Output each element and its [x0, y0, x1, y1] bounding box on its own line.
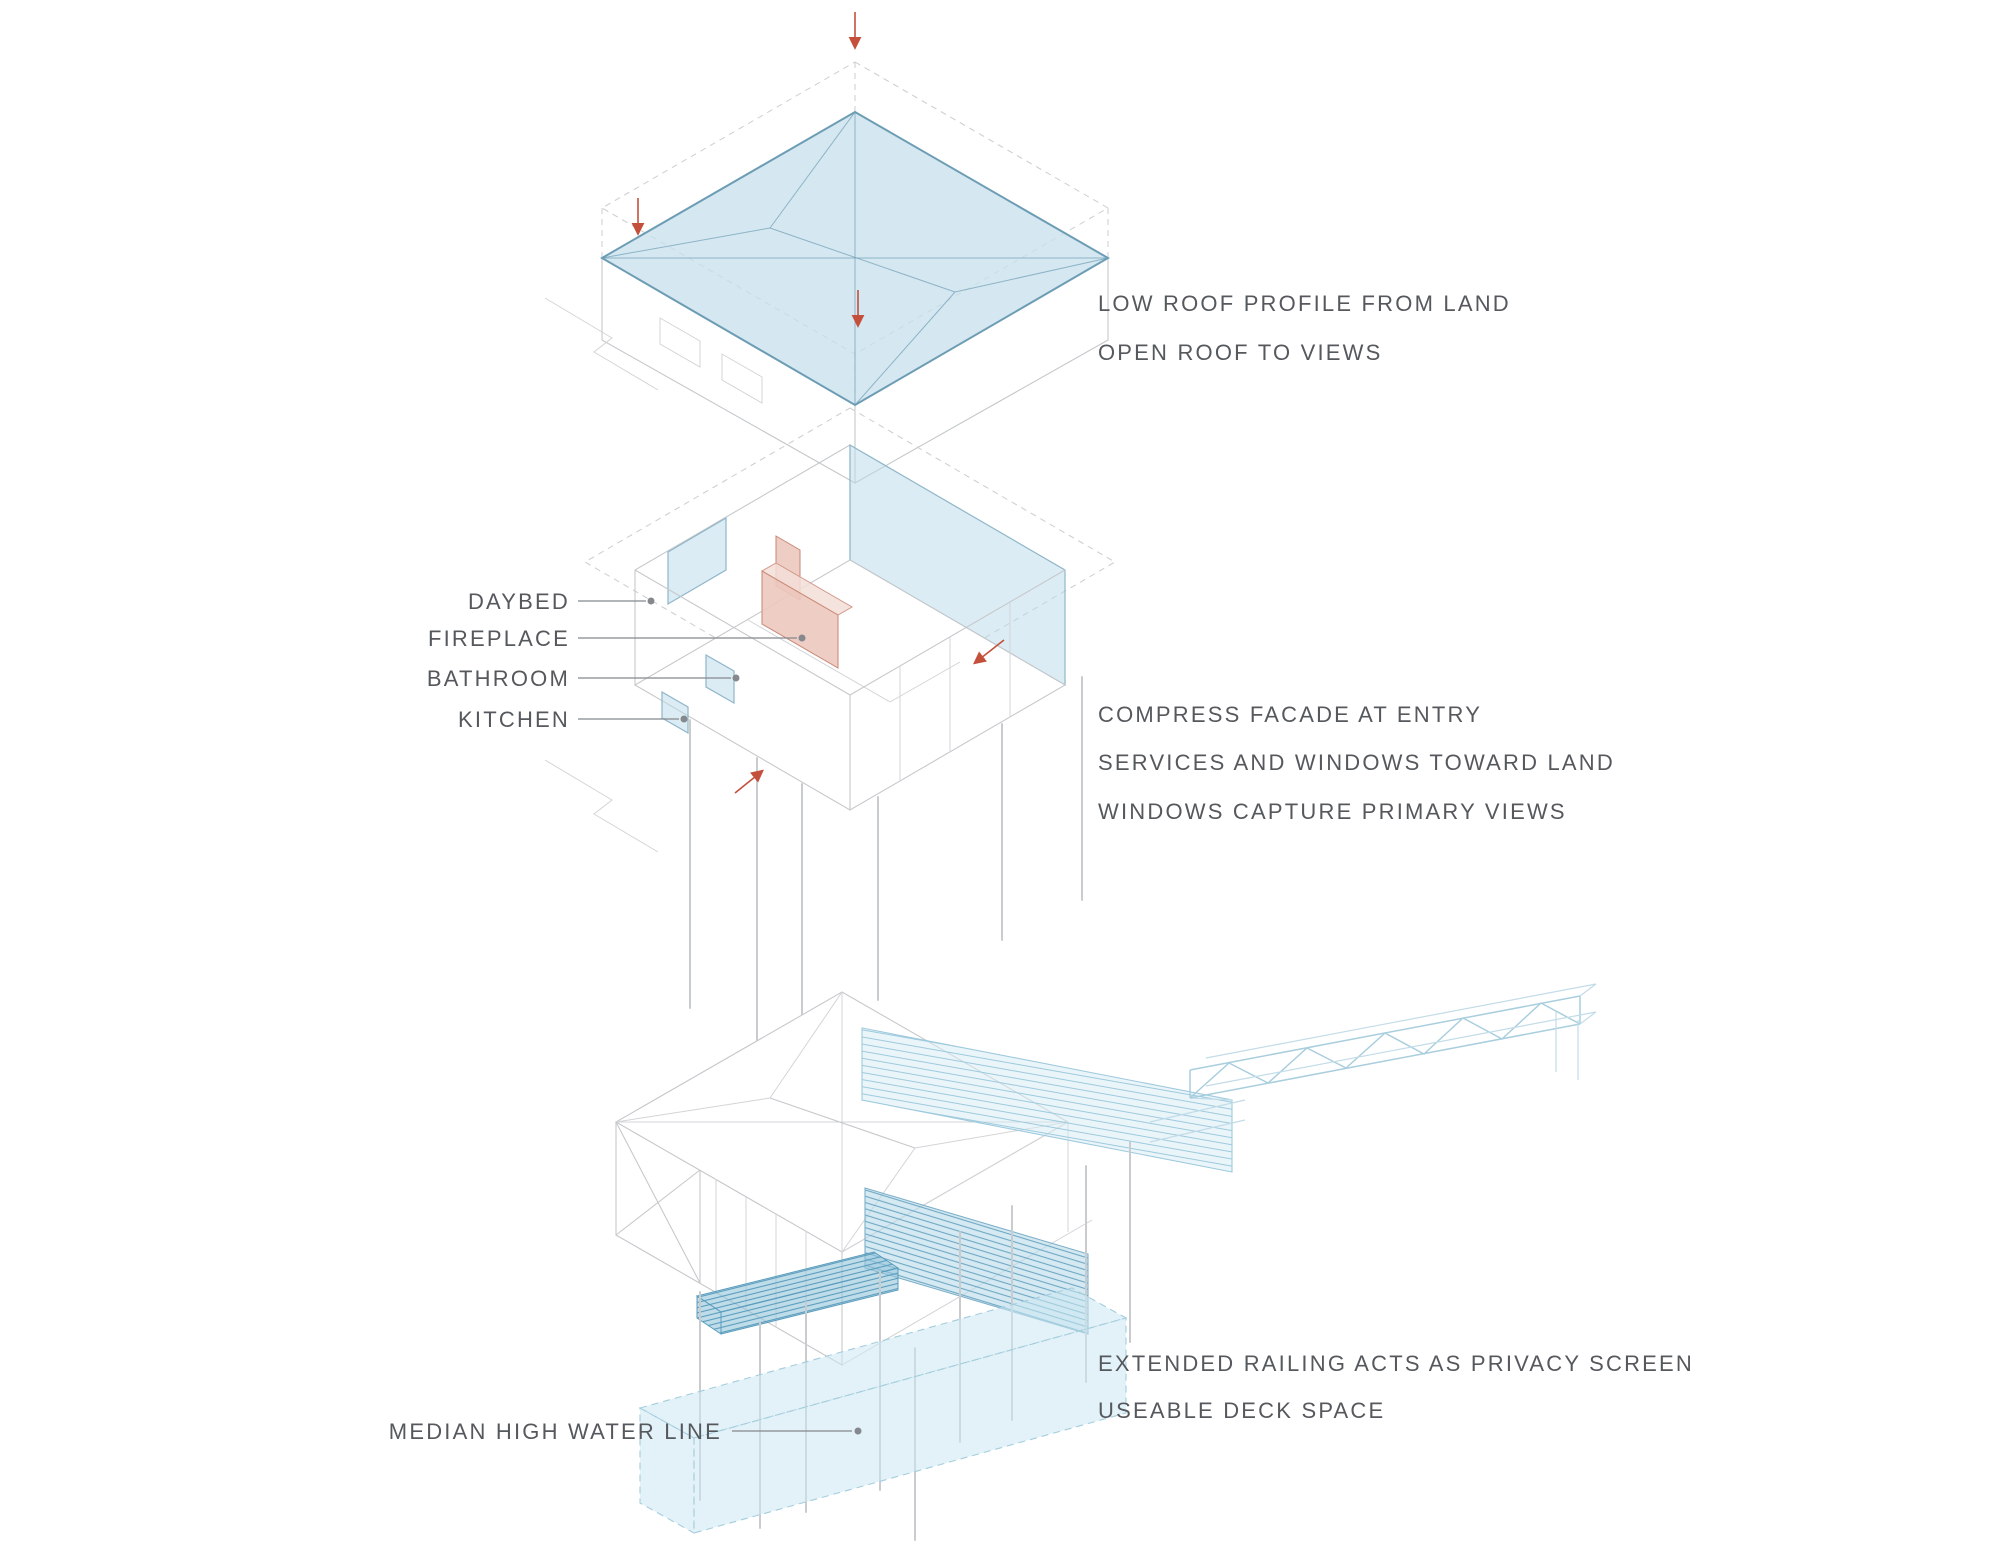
window-mullions — [715, 1179, 807, 1344]
stilts — [689, 676, 1083, 1043]
callout-kitchen: KITCHEN — [458, 707, 570, 732]
load-arrows — [631, 12, 865, 328]
cross-bracing — [615, 1121, 701, 1284]
kitchen-fixture-glazing — [661, 690, 689, 735]
compression-arrows — [734, 639, 1005, 794]
house-walls — [544, 258, 1109, 484]
deck-diagram — [614, 983, 1597, 1541]
kitchen-leader-dot — [680, 715, 688, 723]
interior-diagram — [544, 407, 1117, 1043]
daybed-fireplace-volume — [760, 535, 854, 669]
annotation-compress-facade: COMPRESS FACADE AT ENTRY — [1098, 702, 1483, 727]
callout-bathroom: BATHROOM — [426, 666, 570, 691]
callout-leaders — [578, 597, 862, 1435]
annotation-low-roof-profile: LOW ROOF PROFILE FROM LAND — [1098, 291, 1511, 316]
roof-plane — [600, 110, 1110, 407]
annotation-useable-deck: USEABLE DECK SPACE — [1098, 1398, 1386, 1423]
daybed-leader-dot — [647, 597, 655, 605]
callout-daybed: DAYBED — [467, 589, 570, 614]
water-plane — [638, 1287, 1128, 1534]
callout-fireplace: FIREPLACE — [427, 626, 570, 651]
bathroom-fixture-glazing — [705, 653, 735, 705]
callout-median-high-water-line: MEDIAN HIGH WATER LINE — [388, 1419, 722, 1444]
front-walls — [634, 569, 1066, 810]
gangway-truss — [1189, 983, 1597, 1099]
deck-edge-band — [695, 1251, 900, 1335]
privacy-railing-back — [861, 1027, 1233, 1173]
interior-partitions — [747, 619, 961, 703]
roof-diagram — [544, 12, 1110, 484]
annotation-extended-railing: EXTENDED RAILING ACTS AS PRIVACY SCREEN — [1098, 1351, 1695, 1376]
annotation-services-windows: SERVICES AND WINDOWS TOWARD LAND — [1098, 750, 1615, 775]
annotation-windows-views: WINDOWS CAPTURE PRIMARY VIEWS — [1098, 799, 1567, 824]
site-edge-line — [544, 759, 659, 853]
fireplace-leader-dot — [798, 634, 806, 642]
land-side-window-glazing — [667, 516, 727, 606]
site-edge-line — [544, 297, 659, 391]
walkway-platform — [1149, 1097, 1246, 1143]
annotation-open-roof: OPEN ROOF TO VIEWS — [1098, 340, 1383, 365]
bathroom-leader-dot — [732, 674, 740, 682]
water-line-leader-dot — [854, 1427, 862, 1435]
